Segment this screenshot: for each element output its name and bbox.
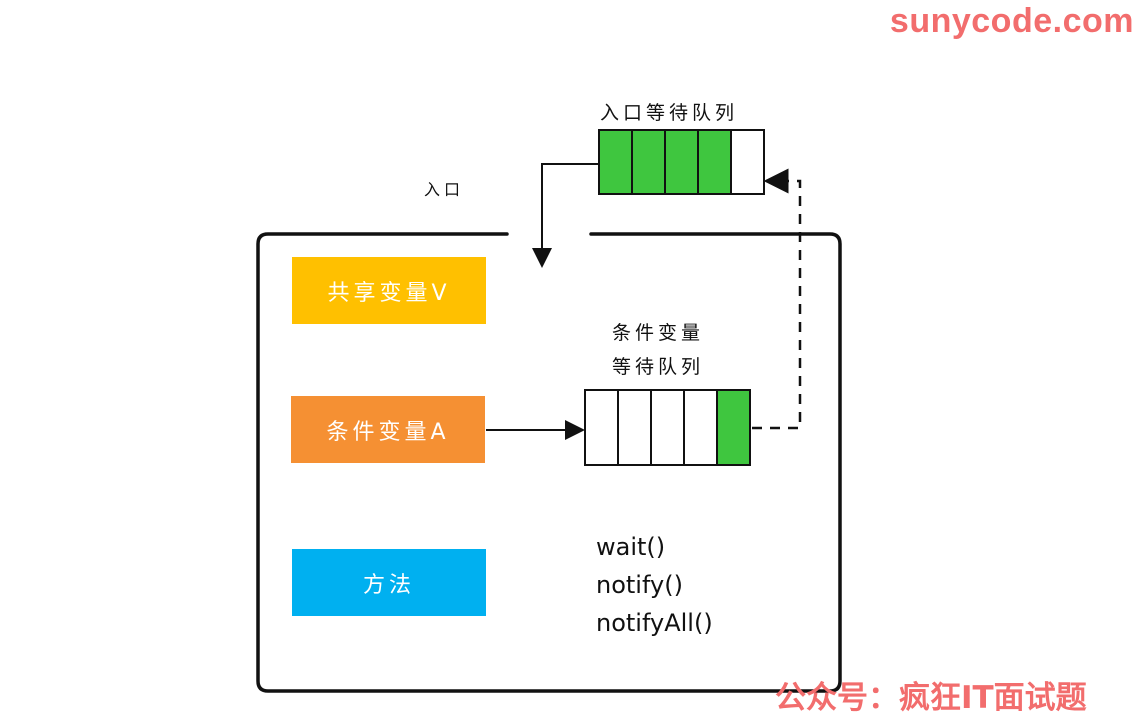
cond-queue-cell [716,389,751,466]
method-wait: wait() [596,533,666,561]
watermark-site: sunycode.com [889,2,1134,40]
cond-queue-label-line2: 等待队列 [612,356,705,378]
entry-queue-cell [697,129,732,195]
monitor-outline [256,232,842,693]
watermark-account: 公众号：疯狂IT面试题 [775,680,1087,716]
entry-queue-cell [730,129,765,195]
cond-queue-cell [650,389,685,466]
entry-queue-cell [598,129,633,195]
method-list: wait() notify() notifyAll() [596,528,713,642]
condition-variable-box: 条件变量A [291,396,485,463]
entry-queue-label: 入口等待队列 [600,102,739,124]
entry-queue-cell [664,129,699,195]
cond-queue-label-line1: 条件变量 [612,322,705,344]
entry-queue [598,129,765,195]
cond-queue-cell [584,389,619,466]
entry-label: 入口 [424,180,465,199]
entry-arrow [532,163,599,268]
cond-queue-cell [683,389,718,466]
shared-variable-box: 共享变量V [292,257,486,324]
entry-queue-cell [631,129,666,195]
methods-box: 方法 [292,549,486,616]
method-notify: notify() [596,571,683,599]
notify-dashed-arrow [752,168,802,430]
method-notify-all: notifyAll() [596,609,713,637]
cond-queue [584,389,751,466]
cond-queue-cell [617,389,652,466]
